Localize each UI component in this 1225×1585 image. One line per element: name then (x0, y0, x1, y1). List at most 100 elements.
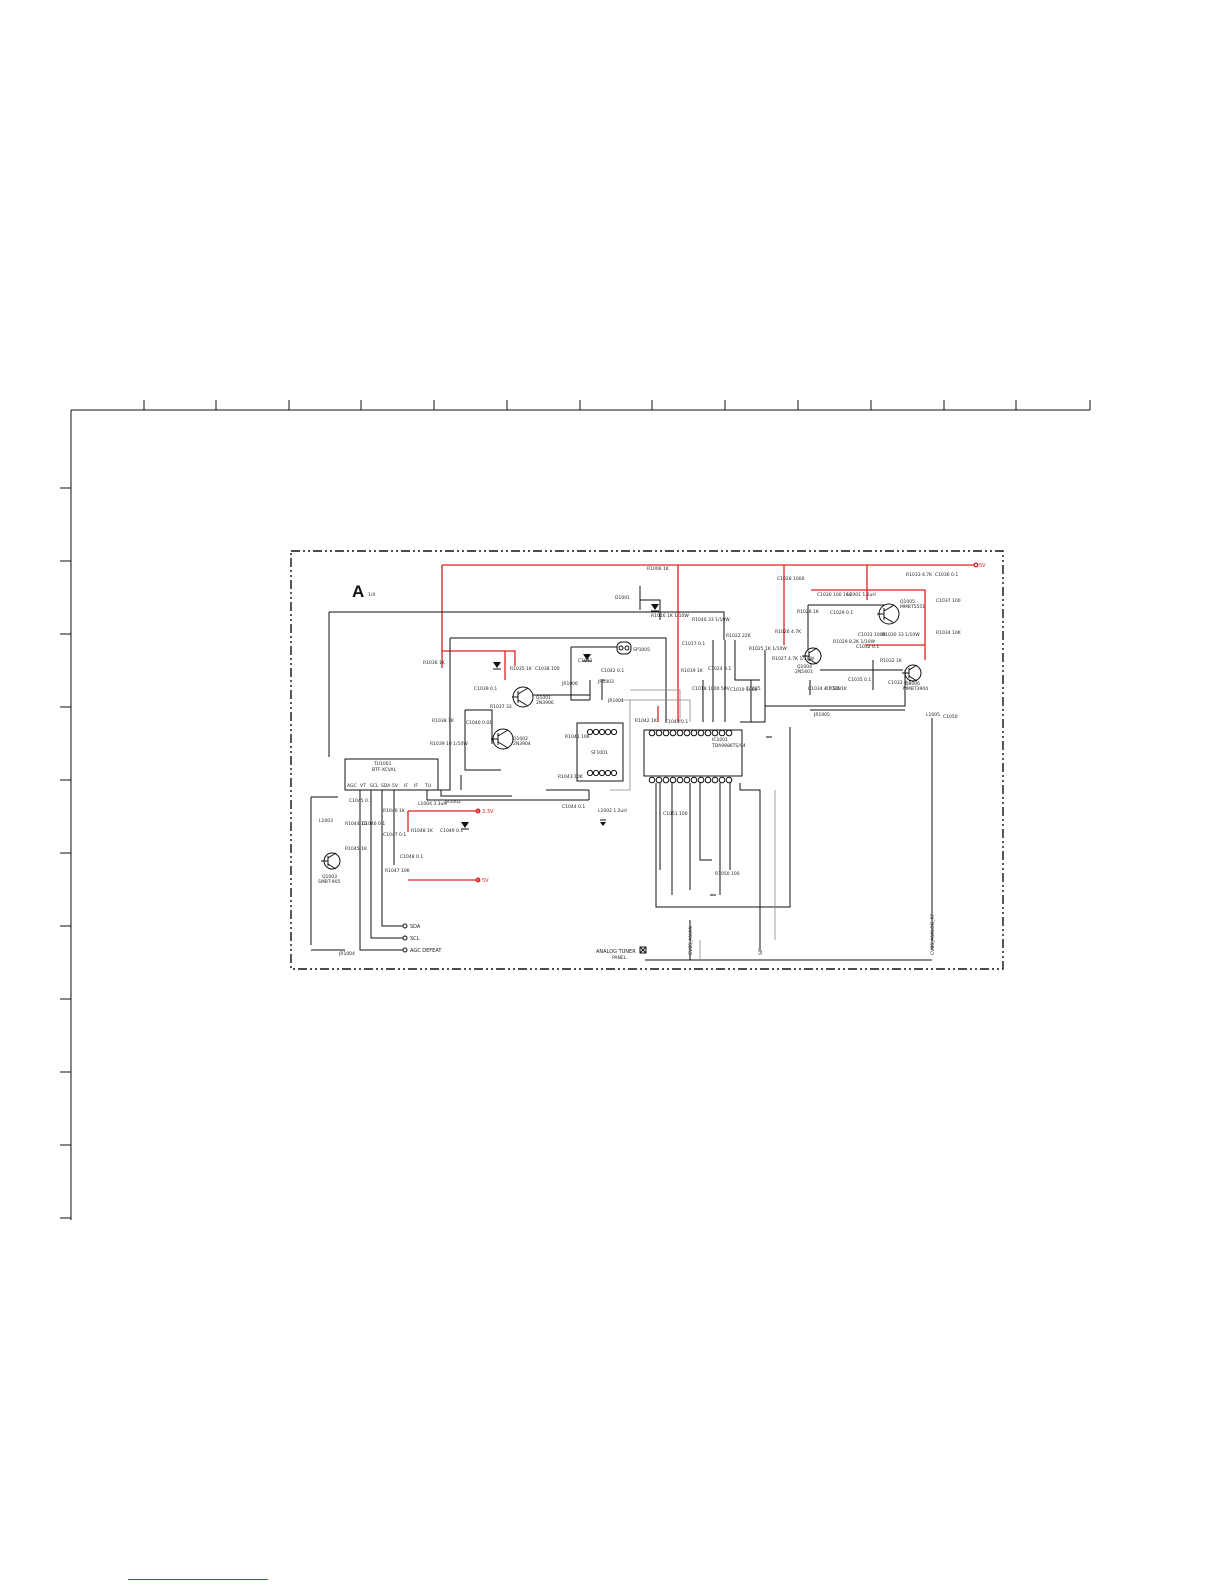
part-label: L1004 3.3uH (418, 801, 447, 807)
grid-frame (60, 400, 1091, 1220)
part-label: R1037 33 (490, 704, 512, 710)
part-label: R1042 1K (635, 718, 658, 724)
tuner-module (344, 758, 439, 791)
part-label: R1031 1K (825, 686, 848, 692)
part-label: R1022 22K (726, 633, 752, 639)
analog-tuner-sub-label: PANEL (612, 955, 627, 961)
part-label: C1039 0.1 (474, 686, 497, 692)
q1005-ref: Q1005 (900, 599, 915, 605)
q1006-ref: Q1006 (905, 681, 920, 687)
q1001-ref: Q1001 (536, 695, 551, 701)
part-label: C1033 0.1 (888, 680, 911, 686)
power-rails (407, 564, 975, 881)
part-label: C1019 1000 (730, 687, 758, 693)
part-label: C1025 (746, 686, 761, 692)
link-underline-bar (128, 1579, 268, 1580)
q1003-part: SMBT-905 (318, 879, 341, 885)
tuner-pin-5v: 5V (392, 783, 399, 789)
part-label: R1035 1K (510, 666, 533, 672)
saw-filter-ref: SF1001 (591, 750, 608, 756)
part-label: R1047 10K (385, 868, 411, 874)
part-label: C1035 0.1 (848, 677, 871, 683)
filter-device (616, 641, 632, 655)
q1001-part: 2N3906 (536, 700, 554, 706)
if-demod-ic (643, 729, 743, 777)
part-label: R1039 10 1/10W (430, 741, 468, 747)
part-label: R1043 10K (558, 774, 584, 780)
part-label: R1041 10K (565, 734, 591, 740)
part-label: L1002 1.2uH (598, 808, 627, 814)
part-label: C1031 1000 (858, 632, 886, 638)
part-label: JR1003 (597, 679, 614, 685)
gray-interconnects (610, 689, 776, 960)
part-label: C1037 100 (936, 598, 961, 604)
part-label: R1006 1K (647, 566, 670, 572)
part-label: C1024 0.1 (708, 666, 731, 672)
part-label: R1036 1K (423, 660, 446, 666)
tuner-pin-tu: TU (424, 783, 431, 789)
part-label: C1036 0.1 (935, 572, 958, 578)
q1003-ref: Q1003 (322, 874, 337, 880)
rail-5v-b-terminal (475, 877, 481, 883)
part-label: C1028 1000 (777, 576, 805, 582)
rail-5v-terminal (973, 562, 979, 568)
part-label: L1001 1.2uH (847, 592, 876, 598)
part-label: JR1004 (338, 951, 355, 957)
part-label: C1030 100 16V (817, 592, 853, 598)
ground-symbols (600, 736, 772, 896)
transistor-q1004 (802, 647, 822, 665)
part-label: C1018 1000 50V (692, 686, 731, 692)
tuner-part: BTF-XCVAL (372, 767, 397, 773)
part-label: JR1002 (444, 799, 461, 805)
part-label: R1027 4.7K 1/10W (772, 656, 815, 662)
part-label: R1025 1K 1/10W (749, 646, 787, 652)
part-label: R1044 10 (345, 821, 367, 827)
board-sheet-label: 1/4 (368, 592, 375, 598)
rail-5v-b-label: 5V (482, 878, 489, 884)
transistor-q1001 (512, 686, 534, 708)
part-label: C1048 0.1 (400, 854, 423, 860)
q1004-ref: Q1004 (797, 664, 812, 670)
diodes (461, 604, 659, 830)
part-label: R1038 1K (432, 718, 455, 724)
part-label: R1033 4.7K (906, 572, 933, 578)
tuner-pin-sda: SDA (381, 783, 391, 789)
tuner-pin-vt: VT (360, 783, 366, 789)
tuner-ref: TU1001 (373, 761, 392, 767)
part-label: R1032 1K (880, 658, 903, 664)
part-label: D1001 (615, 595, 630, 601)
board-id-label: A (352, 582, 364, 601)
tuner-pin-if2: IF (414, 783, 418, 789)
part-label: JR1005 (813, 712, 830, 718)
part-label: C1029 0.1 (830, 610, 853, 616)
part-label: R1030 33 1/10W (882, 632, 920, 638)
part-label: C1043 0.1 (665, 719, 688, 725)
if-ic-part: TDA9886TS/V4 (711, 743, 746, 749)
tuner-pin-if1: IF (404, 783, 408, 789)
transistor-q1006 (902, 664, 922, 682)
q1005-part: MMBT5551 (900, 604, 925, 610)
part-label: C1041 (578, 658, 593, 664)
signal-agc-defeat-label: AGC DEFEAT (410, 948, 442, 954)
if-ic-ref: IC1001 (712, 737, 728, 743)
part-label: L1005 (926, 712, 940, 718)
analog-tuner-label: ANALOG TUNER (596, 949, 636, 955)
part-label: R1028 1K (797, 609, 820, 615)
saw-filter-pins (586, 728, 618, 777)
part-label: C1049 0.1 (440, 828, 463, 834)
q1002-ref: Q1002 (513, 736, 528, 742)
if-ic-pins (648, 729, 733, 784)
signal-scl-label: SCL (410, 936, 420, 942)
part-label: C1017 0.1 (682, 641, 705, 647)
q1002-part: 2N3904 (513, 741, 531, 747)
transistor-q1003 (321, 852, 341, 870)
tuner-pin-agc: AGC (347, 783, 357, 789)
part-label: L1003 (319, 818, 333, 824)
part-label: C1050 (943, 714, 958, 720)
part-label: R1040 33 1/10W (692, 617, 730, 623)
component-labels: R1006 1K D1001 R1016 1K 1/10W C1017 0.1 … (319, 566, 962, 957)
part-label: R1034 10K (936, 630, 962, 636)
part-label: R1050 100 (715, 871, 740, 877)
part-label: C1034 4.7 50V (808, 686, 842, 692)
